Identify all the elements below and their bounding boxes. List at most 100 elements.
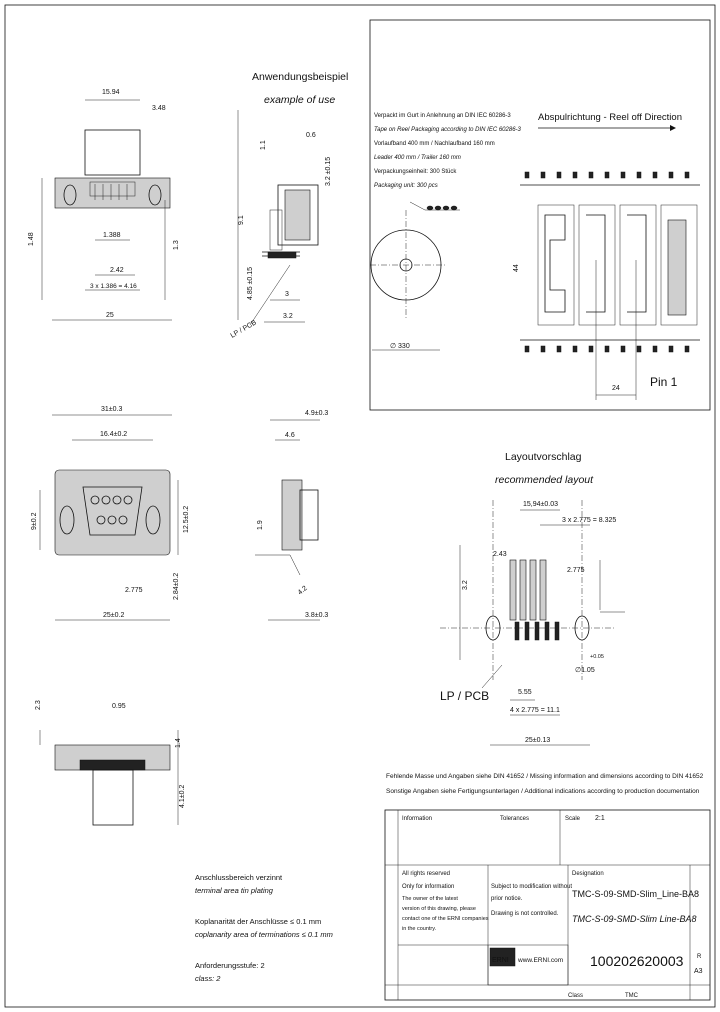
front-h2: 12.5±0.2 (183, 506, 190, 533)
top-h1: 1.48 (28, 232, 35, 246)
sf-a: 4.9±0.3 (305, 410, 328, 417)
reel-line-2: Tape on Reel Packaging according to DIN … (374, 127, 522, 133)
note-coplan-en: coplanarity area of terminations ≤ 0.1 m… (195, 930, 333, 939)
reel-line-3: Vorlaufband 400 mm / Nachlaufband 160 mm (374, 141, 495, 147)
side-view-top (237, 110, 319, 326)
top-w2: 3.48 (152, 105, 166, 112)
tb-note4: in the country. (402, 926, 437, 932)
tb-note1: The owner of the latest (402, 896, 458, 902)
bottom-b: 0.95 (112, 703, 126, 710)
side-c: 1.1 (260, 140, 267, 150)
front-w3: 2.775 (125, 587, 143, 594)
tb-tolerances: Tolerances (500, 816, 529, 822)
app-title-de: Anwendungsbeispiel (252, 71, 348, 83)
layout-d4: 2.775 (567, 567, 585, 574)
layout-d1: 15,94±0.03 (523, 501, 558, 508)
app-title-en: example of use (264, 94, 335, 106)
layout-title-en: recommended layout (495, 474, 594, 486)
tb-note2: version of this drawing, please (402, 906, 476, 912)
side-f: 3 (285, 291, 289, 298)
sf-c: 1.9 (257, 520, 264, 530)
note-terminal-de: Anschlussbereich verzinnt (195, 873, 283, 882)
tb-part-number: 100202620003 (590, 953, 684, 969)
top-w1: 15.94 (102, 89, 120, 96)
layout-d6: 5.55 (518, 689, 532, 696)
layout-d10: +0.05 (590, 654, 604, 660)
layout-drawing (440, 500, 625, 746)
title-block-grid (384, 809, 711, 1001)
note-req-de: Anforderungsstufe: 2 (195, 961, 265, 970)
bottom-c: 1.4 (175, 738, 182, 748)
side-e: 4.85 ±0.15 (247, 267, 254, 300)
front-w1: 31±0.3 (101, 406, 122, 413)
top-w6: 25 (106, 312, 114, 319)
bottom-d: 4.1±0.2 (179, 785, 186, 808)
tb-subject2: prior notice. (491, 896, 523, 902)
layout-lp-pcb: LP / PCB (440, 689, 489, 703)
tb-website: www.ERNI.com (517, 957, 563, 964)
sf-d: 4.2 (297, 585, 309, 597)
tb-sheet-label: R (697, 954, 702, 960)
tb-only-info: Only for information (402, 884, 454, 890)
bottom-a: 2.3 (35, 700, 42, 710)
tb-scale-label: Scale (565, 816, 581, 822)
top-w3: 1.388 (103, 232, 121, 239)
tb-designation2: TMC-S-09-SMD-Slim Line-BA8 (572, 914, 697, 924)
sf-b: 4.6 (285, 432, 295, 439)
top-h2: 1.3 (173, 240, 180, 250)
tb-subject1: Subject to modification without (491, 884, 572, 890)
tb-missing: Fehlende Masse und Angaben siehe DIN 416… (386, 773, 704, 780)
tb-designation1: TMC-S-09-SMD-Slim_Line-BA8 (572, 889, 699, 899)
reel-line-5: Verpackungseinheit: 300 Stück (374, 169, 457, 175)
tb-class-label: Class (568, 993, 583, 999)
reel-direction-arrowhead (670, 125, 676, 131)
tape-drawing (520, 171, 700, 400)
front-h3: 2.84±0.2 (173, 573, 180, 600)
reel-direction: Abspulrichtung - Reel off Direction (538, 112, 682, 123)
tb-rev: A3 (694, 968, 703, 975)
tb-other: Sonstige Angaben siehe Fertigungsunterla… (386, 788, 700, 795)
layout-d2: 3 x 2.775 = 8.325 (562, 517, 616, 524)
side-a: 0.6 (306, 132, 316, 139)
reel-panel-frame (369, 19, 711, 411)
tb-subject3: Drawing is not controlled. (491, 911, 559, 917)
bottom-view (39, 730, 179, 826)
reel-pin1: Pin 1 (650, 375, 678, 389)
reel-line-4: Leader 400 mm / Trailer 160 mm (374, 155, 461, 161)
reel-tape-width: 44 (513, 264, 520, 272)
reel-drawing (370, 201, 460, 351)
note-terminal-en: terminal area tin plating (195, 886, 274, 895)
layout-d7: 4 x 2.775 = 11.1 (510, 707, 560, 714)
side-view-front (255, 419, 320, 621)
side-d: 9.1 (238, 215, 245, 225)
tb-logo: ERNI (492, 957, 509, 964)
front-h1: 9±0.2 (31, 512, 38, 530)
tb-scale: 2:1 (595, 815, 605, 822)
front-view (39, 414, 179, 621)
reel-pitch: 24 (612, 385, 620, 392)
side-b: 3.2 ±0.15 (325, 157, 332, 186)
top-w4: 2.42 (110, 267, 124, 274)
tb-class-value: TMC (625, 993, 639, 999)
top-view (41, 99, 172, 321)
tb-designation-label: Designation (572, 871, 604, 877)
layout-d9: ∅1.05 (575, 667, 595, 674)
note-req-en: class: 2 (195, 974, 221, 983)
tb-information: Information (402, 816, 432, 822)
reel-dim: ∅ 330 (390, 343, 410, 350)
top-w5: 3 x 1.386 = 4.16 (90, 283, 137, 290)
reel-line-6: Packaging unit: 300 pcs (374, 183, 438, 189)
sf-e: 3.8±0.3 (305, 612, 328, 619)
tb-all-rights: All rights reserved (402, 871, 450, 877)
layout-d3: 2.43 (493, 551, 507, 558)
note-coplan-de: Koplanarität der Anschlüsse ≤ 0.1 mm (195, 917, 321, 926)
layout-title-de: Layoutvorschlag (505, 451, 582, 463)
front-w2: 16.4±0.2 (100, 431, 127, 438)
layout-d8: 25±0.13 (525, 737, 550, 744)
side-lp: LP / PCB (230, 319, 259, 340)
tb-note3: contact one of the ERNI companies (402, 916, 489, 922)
layout-d5: 3.2 (462, 580, 469, 590)
front-w4: 25±0.2 (103, 612, 124, 619)
